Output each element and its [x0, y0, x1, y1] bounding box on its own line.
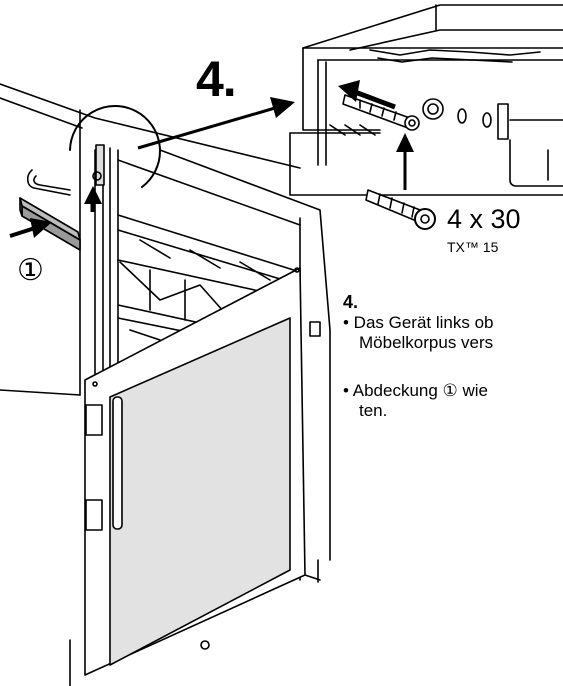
screw-loose — [365, 189, 436, 230]
instruction-step-number: 4. — [343, 292, 359, 312]
arrows — [9, 80, 414, 238]
screw-drive-label: TX™ 15 — [447, 239, 499, 255]
instruction-bullet-1-line-1: • Das Gerät links ob — [343, 313, 494, 332]
detail-view — [289, 4, 563, 196]
cabinet-base — [69, 559, 321, 686]
instruction-bullet-1-line-2: Möbelkorpus vers — [359, 333, 494, 352]
appliance-door — [84, 267, 306, 676]
cover-plate — [19, 197, 81, 251]
instruction-bullet-2-line-1: • Abdeckung ① wie — [343, 381, 488, 400]
instruction-bullet-2-line-2: ten. — [359, 401, 388, 420]
step-number-large: 4. — [196, 51, 237, 107]
cover-marker-label: ① — [17, 254, 44, 287]
zoom-circle — [69, 105, 161, 188]
screw-size-label: 4 x 30 — [447, 204, 521, 234]
screw-inserted — [342, 94, 420, 131]
